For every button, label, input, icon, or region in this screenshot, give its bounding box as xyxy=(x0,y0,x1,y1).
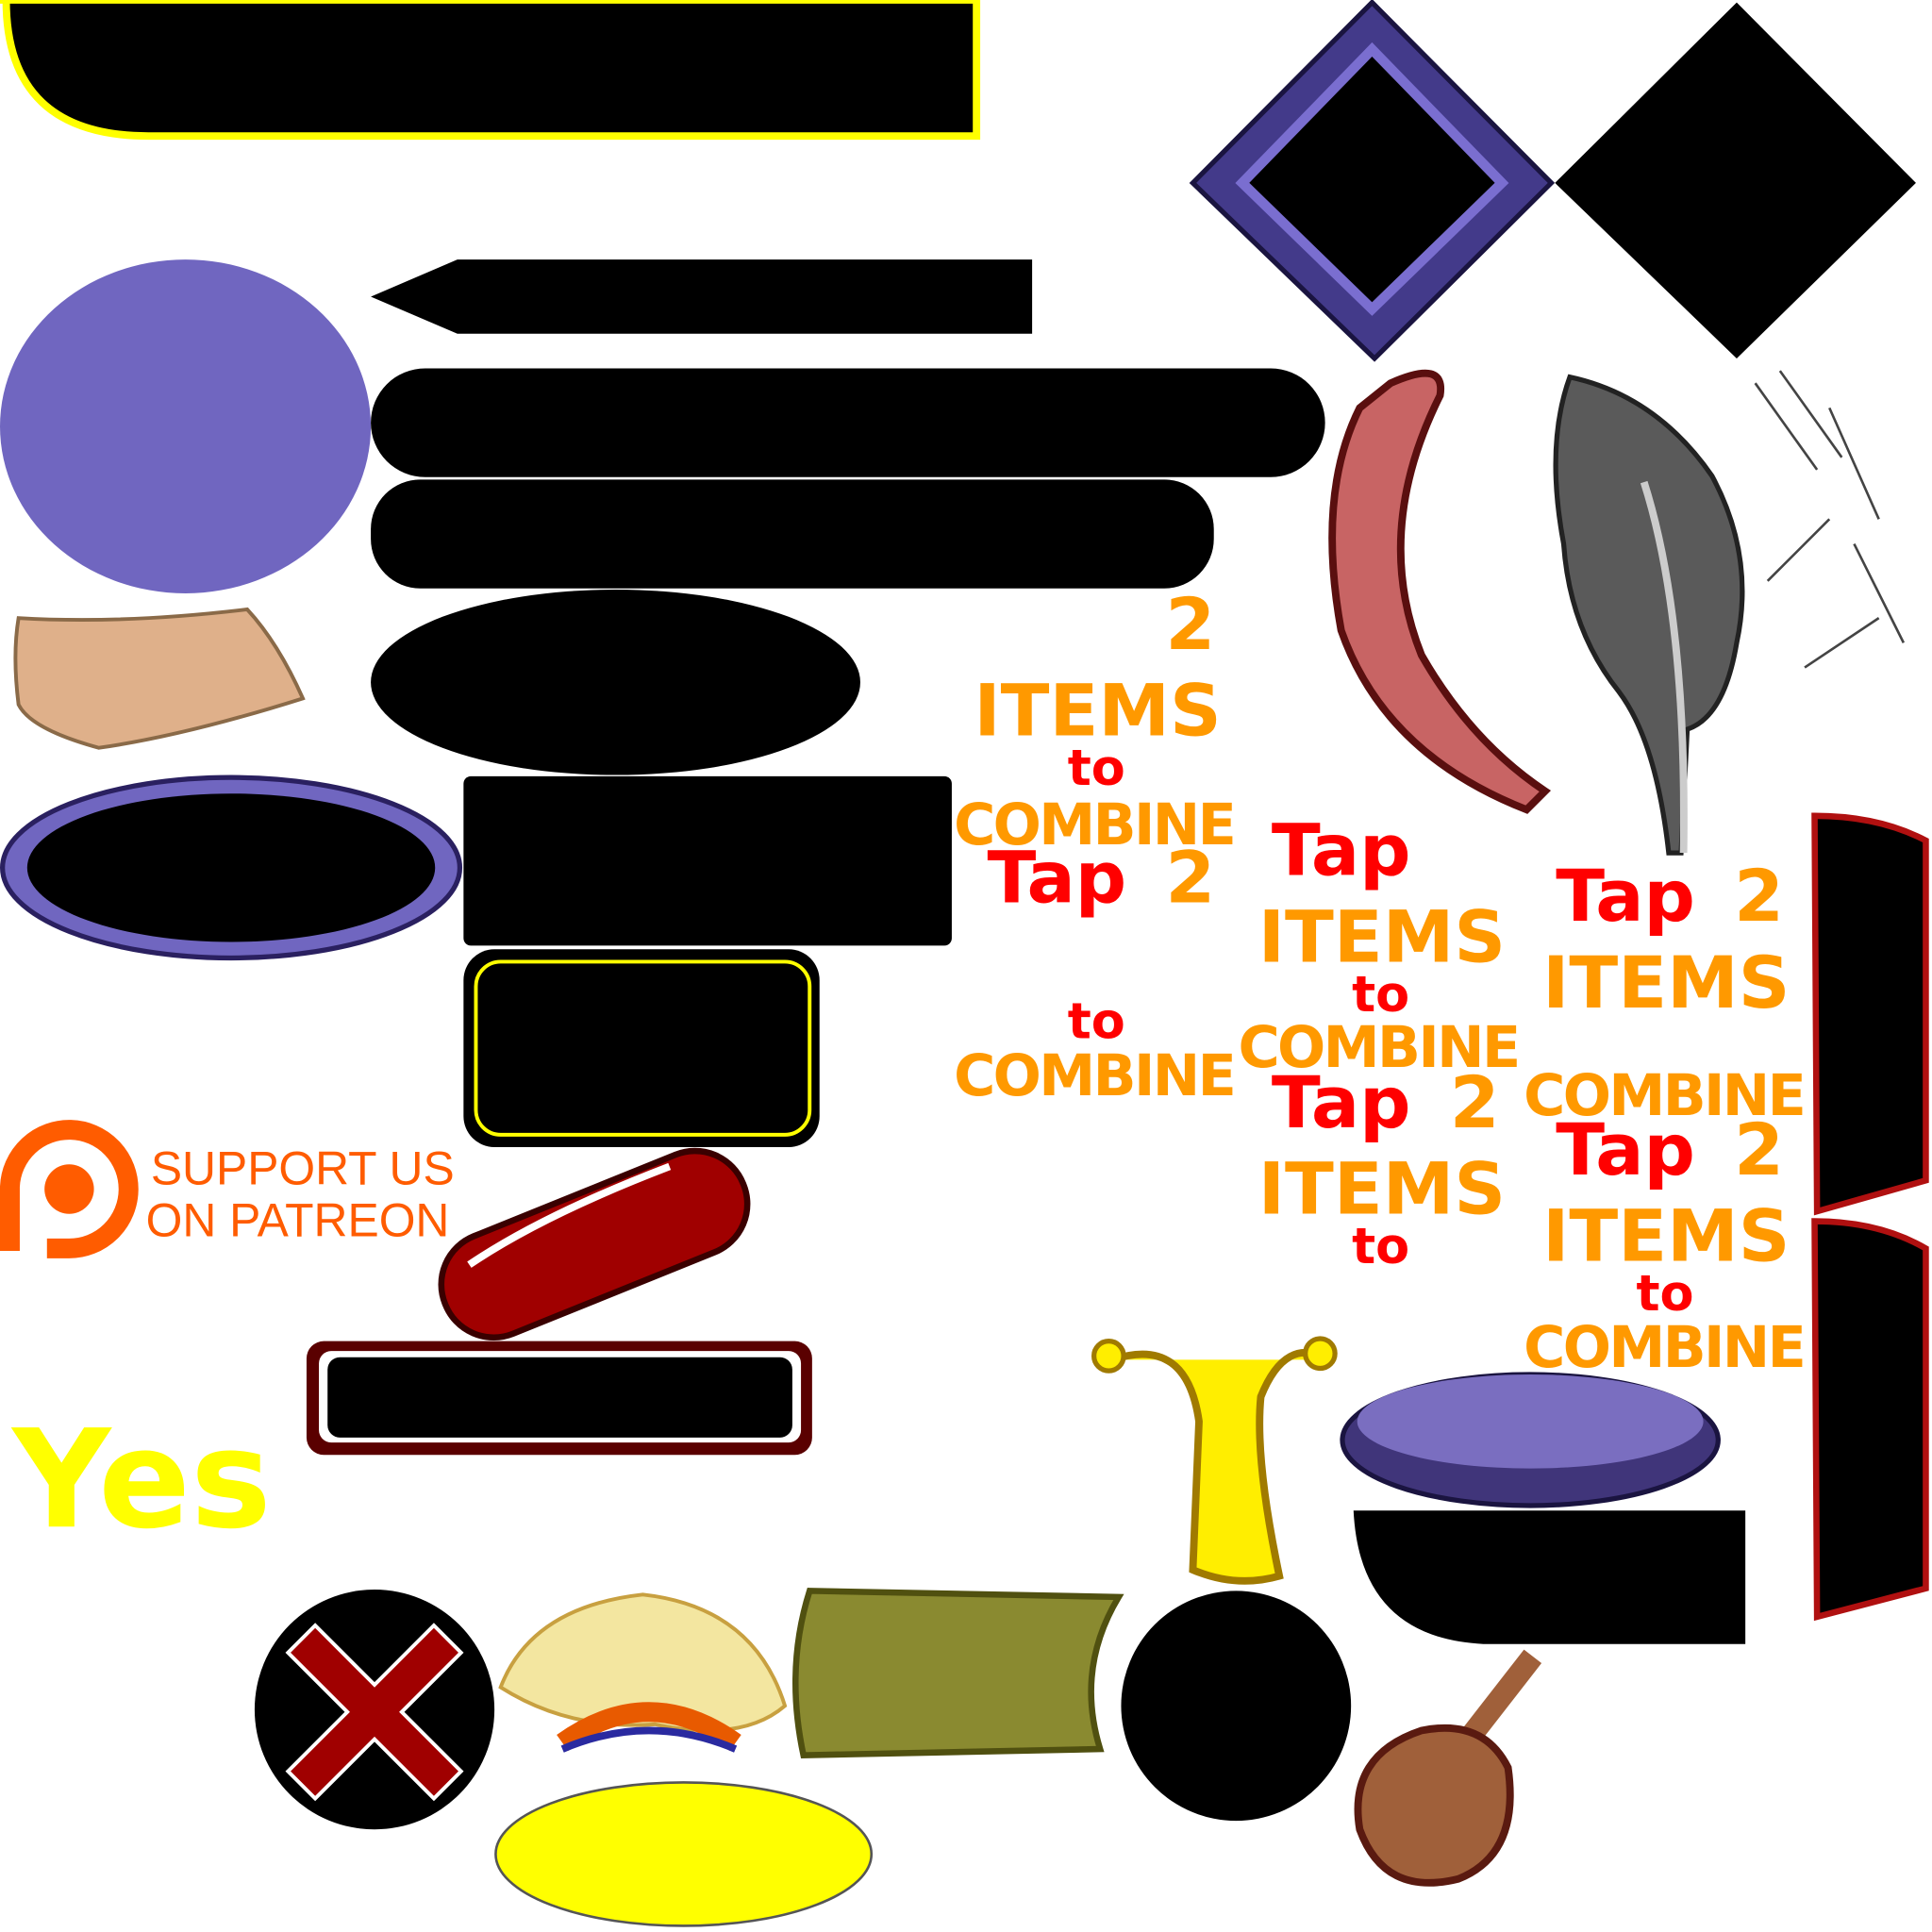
label-combine: COMBINE xyxy=(1524,1063,1804,1129)
label-to: to xyxy=(1068,740,1125,797)
label-tap: Tap xyxy=(1556,1108,1695,1191)
label-2: 2 xyxy=(1165,836,1215,920)
label-to: to xyxy=(1068,993,1125,1051)
label-items: ITEMS xyxy=(1258,1147,1506,1231)
label-2: 2 xyxy=(1165,582,1215,666)
label-combine: COMBINE xyxy=(954,1043,1234,1109)
black-pill xyxy=(371,479,1214,589)
yellow-ellipse xyxy=(494,1781,874,1927)
label-items: ITEMS xyxy=(974,669,1221,753)
purple-diamond-frame xyxy=(1189,0,1556,362)
purple-ring-ellipse xyxy=(0,774,463,961)
top-banner xyxy=(0,0,981,141)
purple-circle xyxy=(0,259,372,593)
black-circle xyxy=(1121,1591,1352,1822)
label-2: 2 xyxy=(1734,854,1784,938)
yes-label: Yes xyxy=(10,1400,272,1558)
yellow-bordered-panel xyxy=(463,949,820,1147)
label-combine: COMBINE xyxy=(954,792,1234,858)
guitar-icon xyxy=(1354,1649,1542,1887)
feather-lines-icon xyxy=(1754,370,1906,669)
horn-icon xyxy=(1328,369,1552,814)
label-combine: COMBINE xyxy=(1524,1315,1804,1381)
red-side-panel xyxy=(1811,812,1929,1622)
feather-icon xyxy=(1553,374,1745,856)
label-to: to xyxy=(1636,1265,1693,1323)
black-ellipse xyxy=(371,590,860,775)
patreon-logo: SUPPORT US ON PATREON xyxy=(0,1120,455,1258)
label-2: 2 xyxy=(1734,1108,1784,1191)
headdress-icon xyxy=(498,1592,788,1753)
black-panel xyxy=(463,775,952,946)
text-block-2: Tap ITEMS to COMBINE Tap 2 ITEMS to xyxy=(1238,808,1521,1275)
label-to: to xyxy=(1352,1218,1409,1275)
patreon-line-1: SUPPORT US xyxy=(151,1141,455,1194)
text-block-1: 2 ITEMS to COMBINE Tap 2 to COMBINE xyxy=(954,582,1237,1109)
black-pill-long xyxy=(371,368,1325,477)
olive-banner xyxy=(791,1588,1124,1758)
label-items: ITEMS xyxy=(1542,941,1790,1024)
label-tap: Tap xyxy=(1272,808,1411,892)
label-tap: Tap xyxy=(1556,854,1695,938)
label-items: ITEMS xyxy=(1258,894,1506,978)
black-arrow-bar xyxy=(371,259,1033,334)
dark-red-bar xyxy=(306,1341,812,1456)
purple-ellipse-button xyxy=(1340,1372,1721,1508)
black-diamond xyxy=(1555,2,1916,358)
black-tab-shape xyxy=(1353,1510,1746,1644)
label-tap: Tap xyxy=(1272,1060,1411,1144)
label-tap: Tap xyxy=(987,836,1126,920)
label-items: ITEMS xyxy=(1542,1194,1790,1278)
jester-hat-icon xyxy=(1091,1336,1338,1585)
label-to: to xyxy=(1352,966,1409,1024)
paper-scroll xyxy=(13,607,306,750)
text-block-3: Tap 2 ITEMS COMBINE Tap 2 ITEMS to COMBI… xyxy=(1524,854,1807,1381)
close-x-button xyxy=(254,1590,495,1830)
red-capsule-button xyxy=(438,1147,751,1341)
label-combine: COMBINE xyxy=(1238,1015,1518,1081)
patreon-line-2: ON PATREON xyxy=(146,1193,450,1246)
label-2: 2 xyxy=(1450,1060,1500,1144)
